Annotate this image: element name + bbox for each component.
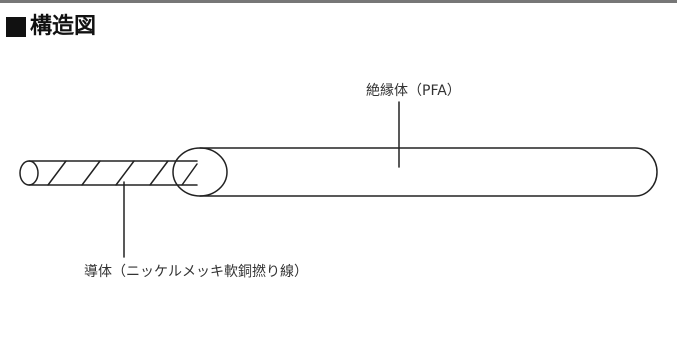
twist-stripe [181,163,198,186]
conductor-end-face [19,160,39,186]
insulation-jacket [199,147,658,197]
black-square-icon [6,17,26,37]
twist-stripe [149,160,169,186]
section-heading: 構造図 [6,14,96,40]
twist-stripe [115,160,135,186]
twist-stripe [47,160,67,186]
insulation-end-face [172,147,228,197]
section-title: 構造図 [30,14,97,39]
conductor-strand [28,160,198,186]
twist-stripe [81,160,101,186]
conductor-label: 導体（ニッケルメッキ軟銅撚り線） [84,264,308,280]
insulation-label: 絶縁体（PFA） [366,83,461,99]
top-divider [0,0,677,3]
